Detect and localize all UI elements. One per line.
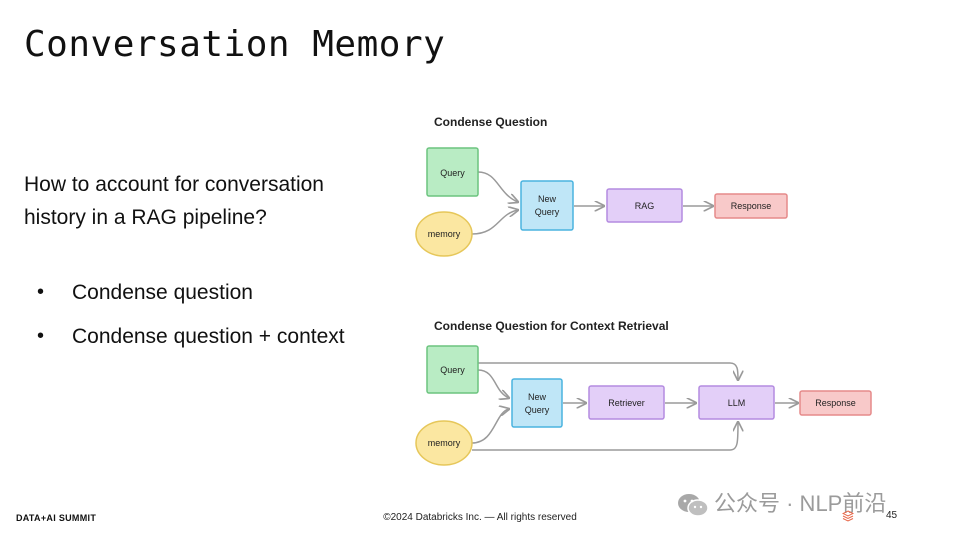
arrow-query-to-newquery-2 — [477, 369, 509, 398]
copyright-text: ©2024 Databricks Inc. — All rights reser… — [383, 512, 577, 523]
diagram-2-title: Condense Question for Context Retrieval — [434, 319, 669, 333]
wechat-icon — [678, 494, 709, 517]
d1-query-node: Query — [426, 147, 479, 197]
slide-title: Conversation Memory — [24, 24, 446, 65]
arrow-query-to-llm — [478, 362, 738, 380]
d2-llm-label: LLM — [728, 398, 746, 408]
diagram-2-connectors — [471, 362, 798, 451]
d2-memory-node: memory — [415, 420, 473, 466]
watermark-text: 公众号 · NLP前沿 — [714, 491, 887, 516]
d2-query-node: Query — [426, 345, 479, 394]
d2-new-query-label-2: Query — [525, 405, 550, 415]
bullet-item: Condense question — [24, 276, 354, 309]
bullet-item: Condense question + context — [24, 320, 354, 353]
arrow-query-to-newquery — [477, 171, 518, 202]
flow-diagrams: Query memory New Query RAG Response Quer… — [415, 147, 872, 466]
d1-new-query-node: New Query — [520, 180, 574, 231]
d1-rag-label: RAG — [635, 201, 655, 211]
databricks-logo-icon — [842, 510, 854, 522]
bullet-list: Condense question Condense question + co… — [24, 276, 354, 364]
d1-memory-label: memory — [428, 229, 461, 239]
d2-llm-node: LLM — [698, 385, 775, 420]
brand-logo-text: DATA+AI SUMMIT — [16, 513, 97, 523]
d2-new-query-label-1: New — [528, 392, 547, 402]
d2-retriever-node: Retriever — [588, 385, 665, 420]
slide-question: How to account for conversation history … — [24, 173, 324, 229]
d1-new-query-label-2: Query — [535, 207, 560, 217]
d1-memory-node: memory — [415, 211, 473, 257]
d2-new-query-node: New Query — [511, 378, 563, 428]
d1-response-label: Response — [731, 201, 772, 211]
d1-new-query-label-1: New — [538, 194, 557, 204]
d2-response-label: Response — [815, 398, 856, 408]
d2-response-node: Response — [799, 390, 872, 416]
diagram-1-connectors — [471, 171, 713, 235]
d2-memory-label: memory — [428, 438, 461, 448]
arrow-memory-to-newquery — [471, 210, 518, 235]
d1-response-node: Response — [714, 193, 788, 219]
diagram-1-title: Condense Question — [434, 115, 548, 129]
d1-rag-node: RAG — [606, 188, 683, 223]
arrow-memory-to-newquery-2 — [471, 409, 509, 444]
arrow-memory-to-llm — [472, 422, 738, 451]
d2-query-label: Query — [440, 365, 465, 375]
d2-retriever-label: Retriever — [608, 398, 645, 408]
watermark: 公众号 · NLP前沿 — [676, 486, 886, 518]
page-number: 45 — [886, 510, 898, 521]
d1-query-label: Query — [440, 168, 465, 178]
